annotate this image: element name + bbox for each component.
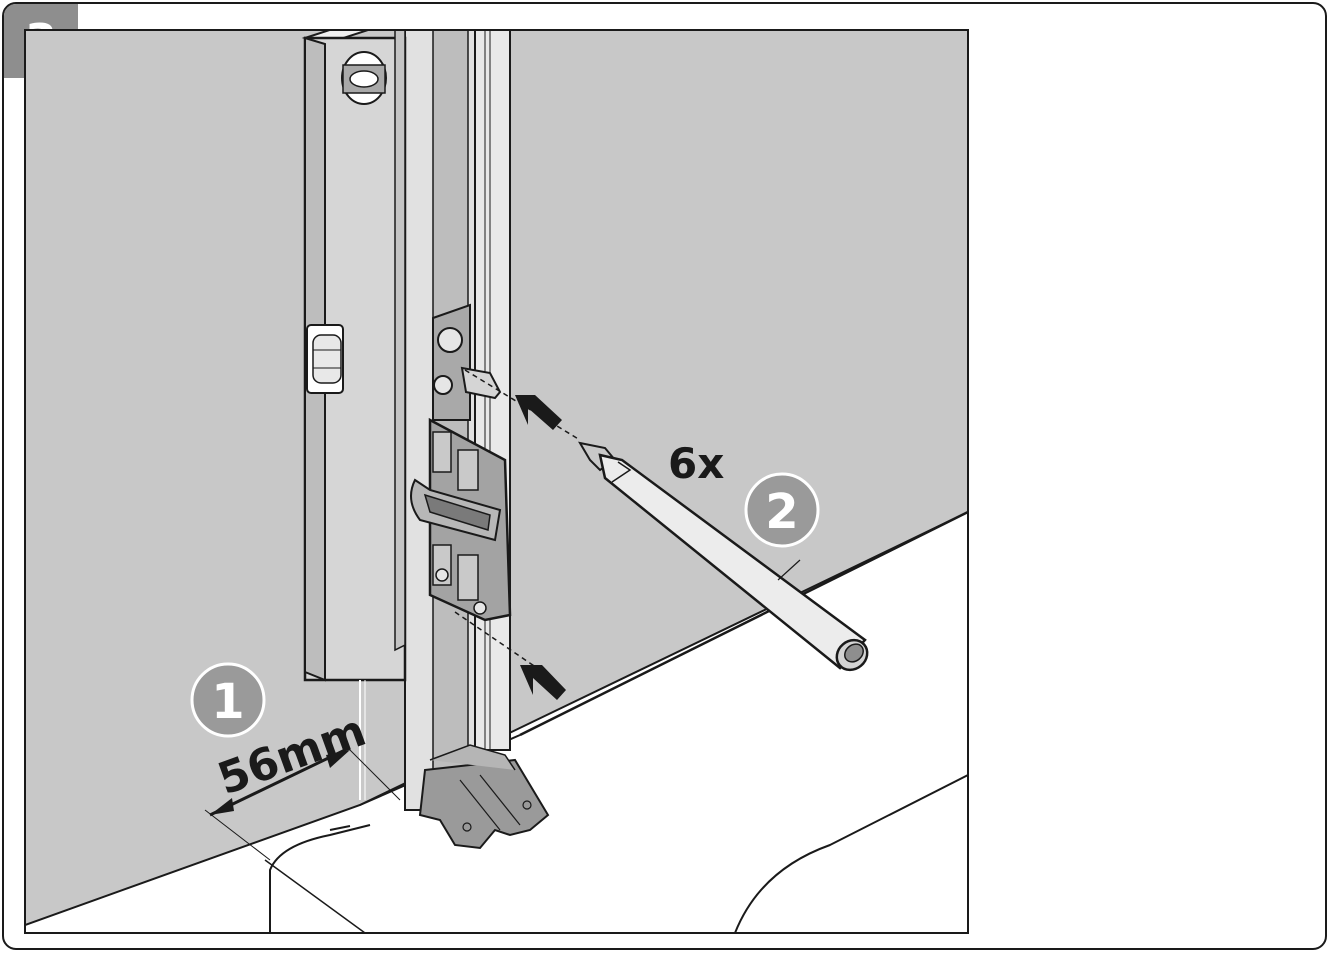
callout-2-label: 2 bbox=[765, 484, 798, 540]
dimension-56mm bbox=[204, 739, 401, 861]
floor-edge bbox=[519, 510, 968, 737]
spirit-level bbox=[301, 30, 407, 682]
callout-2: 2 bbox=[744, 472, 820, 548]
mark-arrow-lower bbox=[520, 665, 566, 700]
upper-bracket bbox=[432, 303, 471, 421]
count-label: 6x bbox=[668, 439, 724, 488]
counter-curve-right bbox=[734, 774, 968, 933]
counter-curve bbox=[269, 824, 371, 933]
callout-1: 1 bbox=[190, 662, 266, 738]
marker-pen bbox=[578, 441, 869, 672]
callout-2-circle bbox=[744, 472, 820, 548]
callout-1-label: 1 bbox=[211, 674, 244, 730]
base-foot bbox=[418, 758, 550, 850]
mark-arrow-upper bbox=[515, 395, 562, 430]
floor-surface bbox=[25, 510, 968, 933]
corner-line bbox=[264, 859, 366, 933]
callout-1-circle bbox=[190, 662, 266, 738]
